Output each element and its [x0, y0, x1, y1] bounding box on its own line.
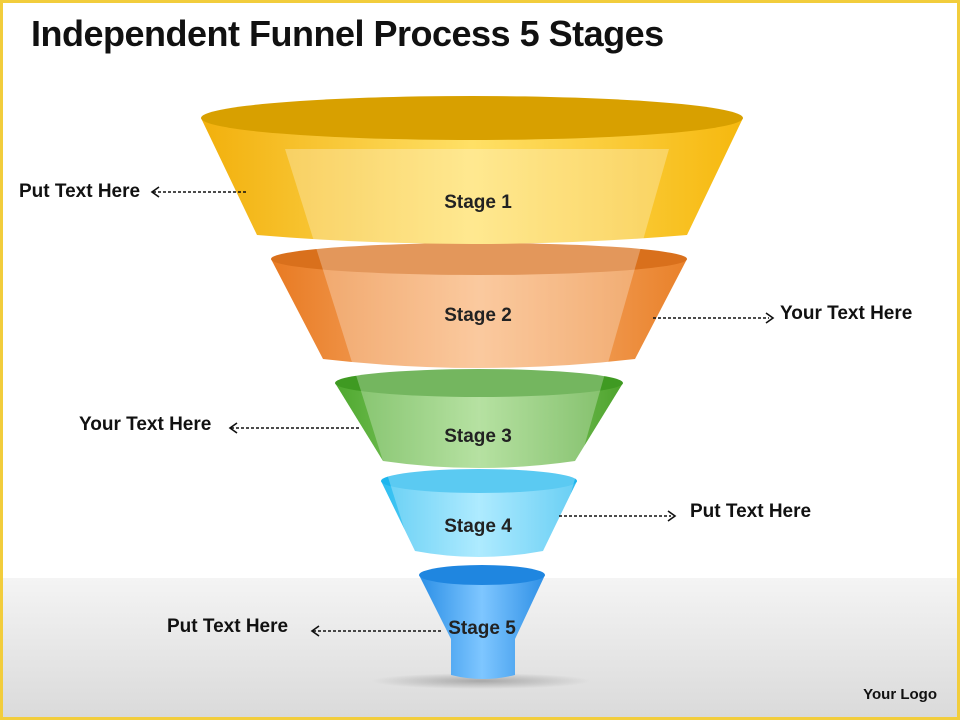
callout-text-1: Put Text Here	[19, 181, 141, 202]
stage-label-5: Stage 5	[448, 618, 516, 639]
funnel-segment-stage-5	[419, 565, 545, 679]
funnel-shadow	[371, 673, 591, 689]
glass-highlight	[285, 149, 669, 563]
arrowhead-1	[150, 186, 160, 198]
funnel-diagram	[150, 96, 775, 689]
callout-text-3: Your Text Here	[79, 414, 212, 435]
stage-label-2: Stage 2	[444, 305, 512, 326]
arrowhead-4	[667, 510, 677, 522]
stage-label-3: Stage 3	[444, 426, 512, 447]
arrowhead-5	[310, 625, 320, 637]
logo-placeholder: Your Logo	[863, 686, 937, 703]
stage-label-1: Stage 1	[444, 192, 512, 213]
funnel-segment-stage-3	[335, 369, 623, 468]
callout-text-2: Your Text Here	[780, 303, 913, 324]
slide-title: Independent Funnel Process 5 Stages	[31, 13, 664, 54]
callout-text-4: Put Text Here	[690, 501, 812, 522]
stage-label-4: Stage 4	[444, 516, 512, 537]
callout-text-5: Put Text Here	[167, 616, 289, 637]
arrowhead-2	[765, 312, 775, 324]
arrowhead-3	[228, 422, 238, 434]
funnel-segment-stage-2	[271, 243, 687, 368]
funnel-segment-stage-4	[381, 469, 577, 557]
funnel-segment-stage-1	[201, 96, 743, 244]
